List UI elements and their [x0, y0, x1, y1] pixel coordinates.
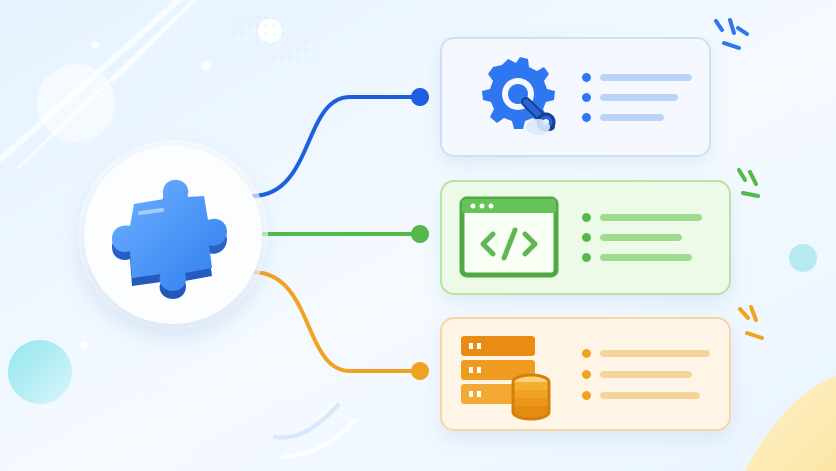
- card-settings-bullet-line: [600, 74, 692, 81]
- gear-wrench-icon: [482, 57, 556, 135]
- card-server-bullet-line: [600, 371, 692, 378]
- background-bubble: [37, 64, 115, 142]
- card-settings-bullet-line: [600, 94, 678, 101]
- server-database-icon: [461, 336, 551, 421]
- background-bubble: [8, 340, 72, 404]
- card-code-bullet-dot: [582, 213, 591, 222]
- card-code-bullet-line: [600, 214, 702, 221]
- card-server-bullet-line: [600, 350, 710, 357]
- card-server-bullet-dot: [582, 391, 591, 400]
- card-settings-bullet-dot: [582, 73, 591, 82]
- dot-pattern: [730, 90, 802, 180]
- sparkle-stroke-blue: [714, 18, 749, 50]
- background-bubble: [201, 61, 211, 71]
- sparkle-stroke-green: [737, 168, 760, 198]
- background-bubble: [789, 244, 817, 272]
- code-window-icon: [459, 196, 559, 278]
- background-stripe: [110, 0, 197, 84]
- card-code-bullet-dot: [582, 253, 591, 262]
- connector-line-orange: [250, 270, 422, 373]
- connector-dot-orange: [411, 362, 429, 380]
- card-settings-bullet-line: [600, 114, 664, 121]
- connector-line-blue: [250, 95, 422, 198]
- background-ring: [273, 403, 340, 440]
- dot-pattern: [140, 380, 290, 452]
- puzzle-piece-icon: [112, 179, 227, 299]
- card-code-bullet-line: [600, 254, 692, 261]
- sparkle-stroke-orange: [738, 305, 764, 340]
- card-server-bullet-dot: [582, 370, 591, 379]
- background-ring: [281, 418, 357, 459]
- card-code-bullet-line: [600, 234, 682, 241]
- dot-pattern: [230, 15, 314, 59]
- background-bubble: [80, 341, 88, 349]
- background-bubble: [91, 41, 99, 49]
- card-server-bullet-line: [600, 392, 700, 399]
- card-settings-bullet-dot: [582, 93, 591, 102]
- card-settings-bullet-dot: [582, 113, 591, 122]
- connector-dot-blue: [411, 88, 429, 106]
- connector-dot-green: [411, 225, 429, 243]
- card-code-bullet-dot: [582, 233, 591, 242]
- background-wave: [745, 376, 836, 471]
- card-server-bullet-dot: [582, 349, 591, 358]
